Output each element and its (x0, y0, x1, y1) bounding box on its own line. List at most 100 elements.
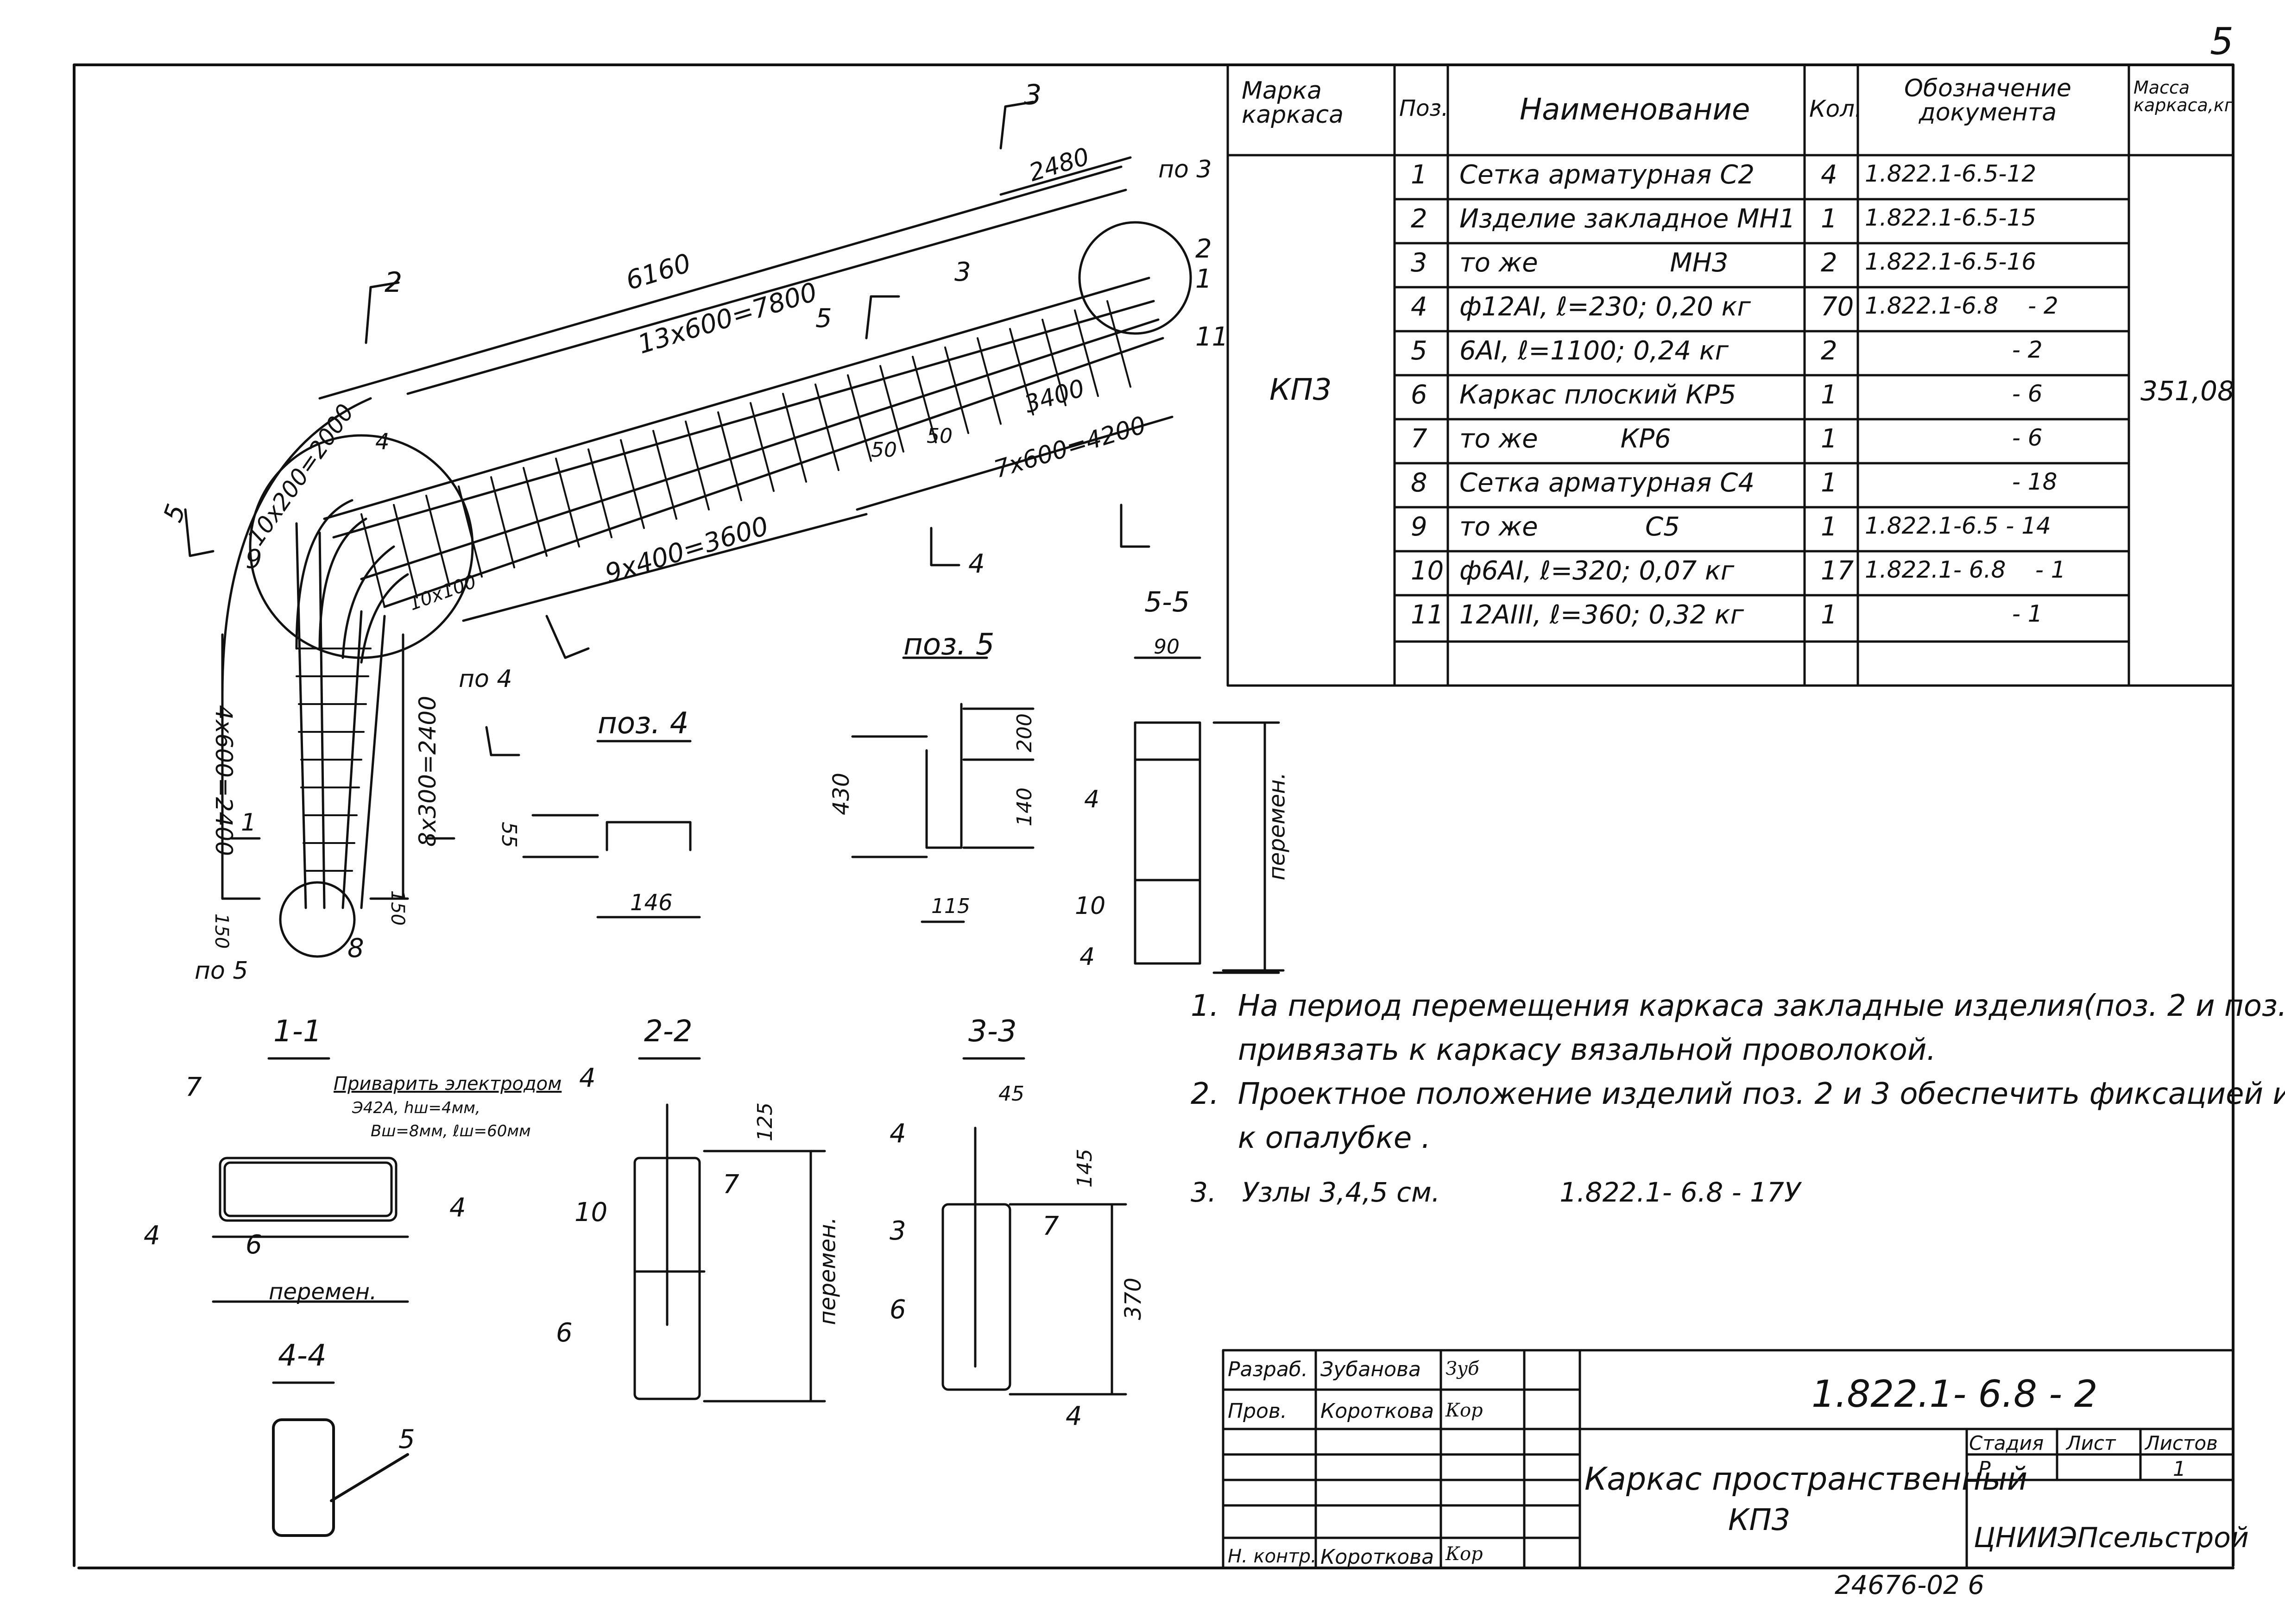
main-frame-drawing (184, 101, 1285, 972)
signature-norm-control: Кор (1445, 1543, 1483, 1565)
row-name: Сетка арматурная С4 (1459, 468, 1755, 498)
role-developer: Разраб. (1228, 1358, 1308, 1381)
section-3-3-dim-145: 145 (1073, 1149, 1097, 1188)
signature-developer: Зуб (1445, 1358, 1479, 1379)
pos4-width: 146 (630, 890, 673, 916)
dim-150a: 150 (211, 913, 233, 949)
header-name: Наименование (1520, 93, 1750, 127)
section-3-3-callout-4b: 4 (1066, 1401, 1082, 1431)
row-document: 1.822.1-6.5-16 (1865, 248, 2037, 275)
section-2-2-callout-7: 7 (723, 1170, 739, 1200)
section-3-3-title: 3-3 (968, 1014, 1017, 1049)
section-3-3-callout-3: 3 (890, 1216, 906, 1246)
pos5-dim-430: 430 (828, 773, 854, 815)
note-3: 3. Узлы 3,4,5 см. 1.822.1- 6.8 - 17У (1191, 1177, 1801, 1208)
section-3-3-callout-7: 7 (1042, 1211, 1059, 1241)
callout-4: 4 (375, 429, 390, 455)
row-quantity: 1 (1821, 512, 1837, 542)
note-1b: привязать к каркасу вязальной проволокой… (1191, 1033, 1936, 1067)
dim-8x300: 8x300=2400 (414, 696, 441, 847)
section-3-3-dim-370: 370 (1120, 1278, 1146, 1320)
section-2-2-dim-125: 125 (753, 1102, 777, 1141)
row-position: 10 (1411, 556, 1444, 586)
footer-code: 24676-02 6 (1835, 1570, 1985, 1600)
row-quantity: 1 (1821, 424, 1837, 454)
stage-header: Стадия (1969, 1432, 2044, 1454)
dim-50a: 50 (871, 438, 897, 462)
pos4-detail (522, 814, 701, 919)
section-2-2-variable: перемен. (814, 1217, 841, 1325)
row-position: 2 (1411, 204, 1427, 234)
node-4-label: по 4 (459, 665, 512, 693)
section-1-1-callout-4a: 4 (144, 1221, 160, 1251)
frame-mark: КП3 (1269, 373, 1332, 407)
section-1-1-variable: перемен. (269, 1279, 377, 1305)
row-position: 6 (1411, 380, 1427, 410)
section-4-4 (272, 1418, 409, 1537)
row-name: Изделие закладное МН1 (1459, 204, 1796, 234)
note-1a: 1. На период перемещения каркаса закладн… (1191, 989, 2285, 1023)
sheets-value: 1 (2173, 1457, 2186, 1481)
row-document: - 2 (1865, 336, 2043, 363)
section-3-3 (941, 1127, 1127, 1396)
section-4-4-callout-5: 5 (398, 1424, 415, 1454)
row-quantity: 4 (1821, 160, 1837, 190)
section-3-3-callout-6: 6 (890, 1295, 906, 1325)
section-1-1 (212, 1157, 409, 1303)
row-position: 7 (1411, 424, 1427, 454)
section-1-1-title: 1-1 (273, 1014, 322, 1049)
section-5-5-callout-10: 10 (1075, 892, 1106, 920)
title-block-grid (1222, 1349, 2235, 1569)
row-position: 8 (1411, 468, 1427, 498)
page-number: 5 (2210, 20, 2234, 63)
callout-2: 2 (1195, 234, 1212, 264)
row-quantity: 70 (1821, 292, 1854, 322)
section-5-5-callout-4b: 4 (1079, 943, 1095, 971)
section-5-5-title: 5-5 (1144, 586, 1190, 618)
name-developer: Зубанова (1320, 1358, 1421, 1381)
frame-mass: 351,08 (2140, 375, 2235, 407)
row-quantity: 1 (1821, 600, 1837, 630)
section-2-2-callout-6: 6 (556, 1318, 573, 1348)
section-4-marker: 4 (968, 549, 985, 579)
row-position: 3 (1411, 248, 1427, 278)
stage-value: Р (1978, 1457, 1991, 1481)
pos4-title: поз. 4 (598, 706, 689, 741)
row-document: 1.822.1- 6.8 - 1 (1865, 556, 2066, 583)
sheet-header: Лист (2066, 1432, 2116, 1454)
row-quantity: 1 (1821, 204, 1837, 234)
section-1-marker: 1 (241, 809, 257, 837)
section-5-5-variable: перемен. (1264, 772, 1290, 881)
callout-9: 9 (246, 544, 262, 574)
header-position: Поз. (1399, 95, 1449, 121)
row-document: 1.822.1-6.5 - 14 (1865, 512, 2051, 539)
drawing-title: Каркас пространственный (1584, 1461, 2028, 1498)
row-document: - 18 (1865, 468, 2058, 495)
dim-50b: 50 (927, 424, 953, 448)
row-name: то же МН3 (1459, 248, 1729, 278)
section-3-3-callout-4a: 4 (890, 1119, 906, 1149)
note-2a: 2. Проектное положение изделий поз. 2 и … (1191, 1077, 2285, 1111)
note-2b: к опалубке . (1191, 1121, 1431, 1155)
spec-table-grid (1226, 63, 2235, 687)
row-document: 1.822.1-6.5-15 (1865, 204, 2037, 231)
drawing-title-mark: КП3 (1728, 1503, 1791, 1537)
row-position: 1 (1411, 160, 1427, 190)
section-title-underlines (267, 656, 1025, 1384)
node-3-label: по 3 (1158, 156, 1212, 183)
section-1-1-callout-4b: 4 (449, 1193, 466, 1223)
row-name: 12АIII, ℓ=360; 0,32 кг (1459, 600, 1744, 630)
row-quantity: 1 (1821, 380, 1837, 410)
row-quantity: 17 (1821, 556, 1854, 586)
section-2-2-callout-10: 10 (574, 1197, 608, 1227)
section-3-3-dim-45: 45 (998, 1082, 1024, 1106)
header-mass: Масса каркаса,кг (2134, 77, 2234, 115)
callout-5: 5 (815, 303, 832, 334)
section-1-1-callout-7: 7 (185, 1072, 202, 1102)
section-3-marker: 3 (1024, 79, 1042, 111)
dim-150b: 150 (387, 890, 409, 926)
weld-note-2: Э42А, hш=4мм, (352, 1099, 480, 1117)
row-quantity: 2 (1821, 248, 1837, 278)
row-document: - 1 (1865, 600, 2043, 627)
